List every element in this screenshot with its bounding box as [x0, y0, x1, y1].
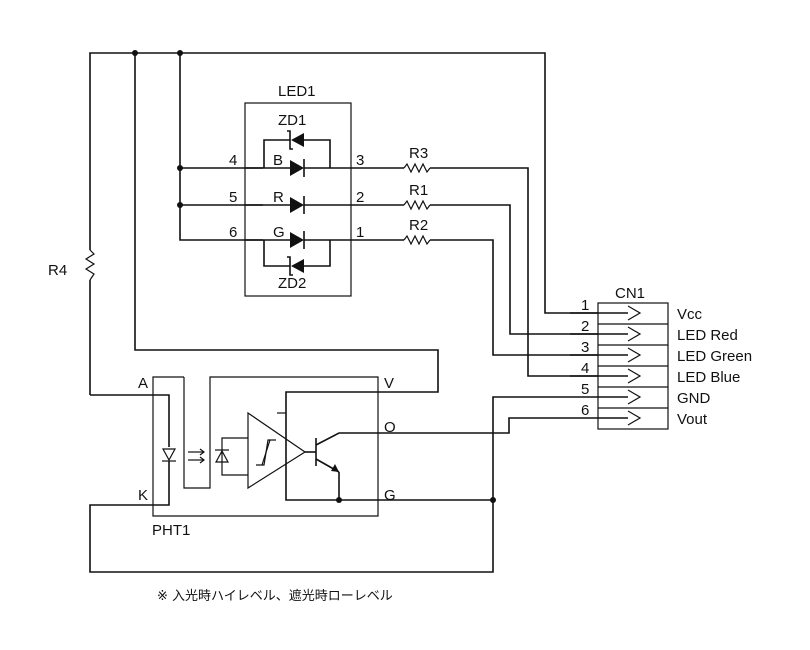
led-b-label: B	[273, 152, 283, 169]
cn1-signal-gnd: GND	[677, 390, 711, 407]
r3-label: R3	[409, 145, 428, 162]
photodiode	[214, 437, 248, 476]
cn1-pin-num-2: 2	[581, 318, 589, 335]
cn1-signal-led-green: LED Green	[677, 348, 752, 365]
pht1-package: PHT1 A K V O G	[89, 375, 570, 573]
led-pin-5: 5	[229, 189, 237, 206]
cn1-connector: CN1 1 2 3 4 5 6 Vcc LED Red LED Green LE…	[570, 285, 752, 430]
led-r-label: R	[273, 189, 284, 206]
vcc-rail	[89, 50, 598, 395]
cn1-pin-num-1: 1	[581, 297, 589, 314]
led-pin-1: 1	[356, 224, 364, 241]
r4-label: R4	[48, 262, 67, 279]
cn1-pin-num-6: 6	[581, 402, 589, 419]
led-pin-2: 2	[356, 189, 364, 206]
pht1-pin-o: O	[384, 419, 396, 436]
schmitt-trigger	[247, 411, 316, 490]
footnote: ※ 入光時ハイレベル、遮光時ローレベル	[157, 588, 393, 604]
pht1-pin-g: G	[384, 487, 396, 504]
led-pin-3: 3	[356, 152, 364, 169]
zd2-label: ZD2	[278, 275, 306, 292]
zd1-label: ZD1	[278, 112, 306, 129]
led1-label: LED1	[278, 83, 316, 100]
light-arrows-icon	[188, 448, 205, 464]
led-resistor-nets: R3 R1 R2	[351, 145, 598, 377]
pht1-pin-v: V	[384, 375, 394, 392]
r2-label: R2	[409, 217, 428, 234]
led-r-diode: R	[273, 189, 305, 214]
r4-resistor: R4	[48, 249, 96, 281]
zd2-diode	[287, 256, 304, 276]
led-pin-4: 4	[229, 152, 237, 169]
led-g-label: G	[273, 224, 285, 241]
cn1-signal-vcc: Vcc	[677, 306, 703, 323]
cn1-pin-num-5: 5	[581, 381, 589, 398]
pht1-pin-a: A	[138, 375, 148, 392]
cn1-label: CN1	[615, 285, 645, 302]
cn1-pin-num-4: 4	[581, 360, 589, 377]
cn1-signal-led-red: LED Red	[677, 327, 738, 344]
cn1-signal-vout: Vout	[677, 411, 708, 428]
cn1-signal-led-blue: LED Blue	[677, 369, 740, 386]
zd1-diode	[287, 130, 304, 150]
led1-package: LED1 ZD1 ZD2 B R	[229, 83, 364, 297]
pht1-pin-k: K	[138, 487, 148, 504]
cn1-pin-num-3: 3	[581, 339, 589, 356]
emitter-diode	[161, 448, 177, 462]
led-g-diode: G	[273, 224, 305, 249]
output-transistor	[315, 417, 570, 500]
led-b-diode: B	[273, 152, 305, 177]
led-pin-6: 6	[229, 224, 237, 241]
r1-label: R1	[409, 182, 428, 199]
pht1-label: PHT1	[152, 522, 190, 539]
